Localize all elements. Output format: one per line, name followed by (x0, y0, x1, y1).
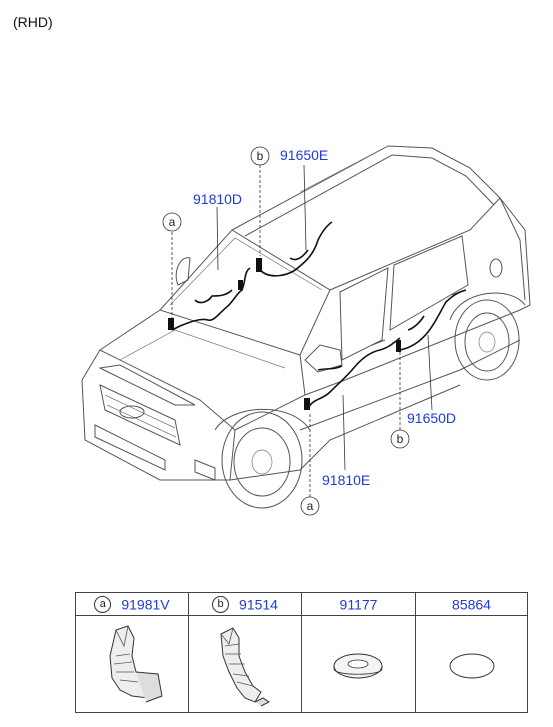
part-number: 91981V (121, 596, 170, 613)
svg-text:a: a (169, 215, 176, 229)
part-label-91650d: 91650D (407, 410, 456, 426)
part-label-91810e: 91810E (322, 472, 370, 488)
callout-b-top: b (250, 146, 270, 166)
callout-label: b (212, 595, 230, 613)
svg-text:a: a (307, 499, 314, 513)
grommet-washer-icon (301, 615, 416, 713)
parts-header-91177: 91177 (301, 592, 416, 616)
part-number: 91514 (239, 596, 278, 613)
parts-table-image-row (75, 615, 528, 713)
parts-header-b: b 91514 (188, 592, 302, 616)
svg-text:b: b (397, 432, 404, 446)
callout-label: a (94, 595, 112, 613)
wiring-diagram: a b b a 91810D 91650E 91650D 91810E (81, 145, 531, 516)
part-number: 85864 (452, 596, 491, 613)
plug-cap-icon (415, 615, 528, 713)
variant-label: (RHD) (13, 14, 53, 30)
rubber-boot-icon (188, 615, 302, 713)
part-label-91650e: 91650E (280, 147, 328, 163)
callout-a-top: a (162, 212, 182, 232)
part-label-91810d: 91810D (193, 191, 242, 207)
leader-lines (171, 164, 433, 497)
parts-table-header-row: a 91981V b 91514 91177 85864 (75, 592, 528, 616)
vehicle-outline (81, 145, 531, 509)
parts-header-85864: 85864 (415, 592, 528, 616)
parts-header-a: a 91981V (75, 592, 189, 616)
part-number: 91177 (339, 596, 378, 613)
wiring-harness (168, 221, 467, 410)
parts-table: a 91981V b 91514 91177 85864 (75, 592, 528, 713)
rubber-grommet-icon (75, 615, 189, 713)
callout-a-bottom: a (300, 496, 320, 516)
callout-b-bottom: b (390, 429, 410, 449)
svg-text:b: b (257, 149, 264, 163)
